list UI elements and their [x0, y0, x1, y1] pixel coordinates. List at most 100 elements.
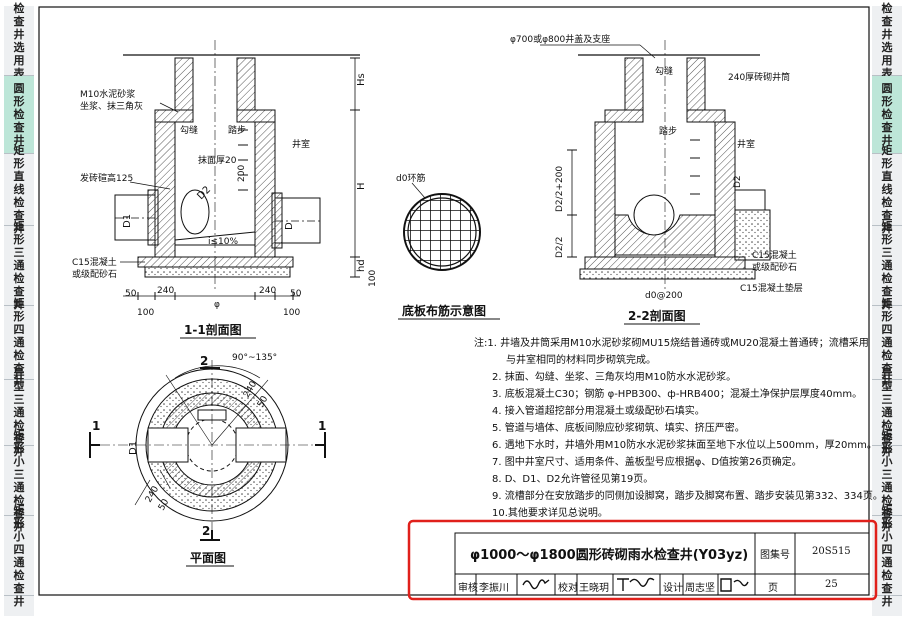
label-concrete-22: C15混凝土: [752, 249, 797, 261]
left-tab-char: 检: [13, 349, 25, 362]
right-tab-char: 通: [881, 406, 893, 419]
right-tab-char: 形: [881, 310, 893, 323]
right-tab-char: 检: [881, 419, 893, 432]
left-tab-char: 形: [13, 516, 25, 530]
highlight-box: [407, 519, 878, 601]
right-tab-char: 矩: [881, 428, 893, 442]
right-tab-6[interactable]: 矩形小三通检查井: [872, 429, 902, 533]
rebar-diagram: [403, 182, 481, 271]
label-angle: 90°~135°: [232, 353, 277, 363]
designer-name: 周志坚: [685, 583, 715, 594]
left-tab-char: 直: [13, 170, 25, 183]
right-tab-char: 查: [881, 285, 893, 298]
left-tab-6[interactable]: 矩形小三通检查井: [4, 429, 34, 533]
plan-view: [89, 360, 326, 541]
left-tab-3[interactable]: 矩形三通检查井: [4, 220, 34, 311]
left-tab-2[interactable]: 矩形直线检查井: [4, 144, 34, 235]
left-tab-7[interactable]: 矩形小四通检查井: [4, 504, 34, 608]
right-tab-char: 矩: [881, 144, 893, 157]
signature-designer: [720, 578, 749, 592]
right-tab-5[interactable]: 异型三通检查井: [872, 367, 902, 458]
label-chamber: 井室: [292, 138, 310, 150]
left-tab-char: 通: [13, 480, 25, 494]
cut-1-left: 1: [92, 419, 100, 433]
sheet-border: [38, 6, 870, 596]
left-tab-char: 通: [13, 555, 25, 569]
label-ring-rebar: d0环筋: [396, 172, 425, 184]
right-tab-char: 查: [881, 506, 893, 520]
note-10: 10.其他要求详见总说明。: [492, 508, 608, 519]
right-tab-char: 井: [881, 519, 893, 533]
right-tab-3[interactable]: 矩形三通检查井: [872, 220, 902, 311]
left-tab-5[interactable]: 异型三通检查井: [4, 367, 34, 458]
right-tab-char: 通: [881, 480, 893, 494]
right-tab-char: 选: [881, 40, 893, 54]
right-tab-char: 型: [881, 380, 893, 393]
right-tab-char: 检: [881, 272, 893, 285]
drawing-title: φ1000～φ1800圆形砖砌雨水检查井(Y03yz): [470, 548, 749, 563]
left-tab-char: 通: [13, 406, 25, 419]
right-tab-char: 三: [881, 467, 893, 481]
right-tab-4[interactable]: 矩形四通检查井: [872, 297, 902, 388]
label-slope: i≤10%: [208, 237, 238, 247]
right-tab-0[interactable]: 检查井选用表: [872, 2, 902, 80]
right-tab-char: 小: [881, 529, 893, 543]
cut-2-bottom: 2: [202, 524, 210, 538]
right-tab-7[interactable]: 矩形小四通检查井: [872, 504, 902, 608]
designer-label: 设计: [663, 583, 683, 594]
page-number: 25: [825, 579, 838, 590]
label-concrete-2: 或级配砂石: [72, 268, 117, 280]
left-tab-char: 小: [13, 454, 25, 468]
right-tab-2[interactable]: 矩形直线检查井: [872, 144, 902, 235]
right-tab-char: 检: [881, 349, 893, 362]
left-tab-char: 四: [13, 542, 25, 556]
right-tab-char: 查: [881, 14, 893, 28]
left-tab-char: 圆: [13, 82, 25, 95]
left-tab-4[interactable]: 矩形四通检查井: [4, 297, 34, 388]
left-tab-char: 线: [13, 183, 25, 196]
right-tab-1[interactable]: 圆形检查井: [872, 76, 902, 154]
left-tab-char: 井: [13, 134, 25, 147]
label-brick-top: 发砖碹高125: [80, 172, 133, 184]
page-label: 页: [768, 583, 778, 594]
signature-reviewer: [522, 579, 550, 590]
right-tab-char: 查: [881, 209, 893, 222]
note-3: 3. 底板混凝土C30；钢筋 φ-HPB300、ф-HRB400；混凝土净保护层…: [492, 389, 863, 400]
left-tab-0[interactable]: 检查井选用表: [4, 2, 34, 80]
left-tab-char: 型: [13, 380, 25, 393]
right-tab-char: 井: [881, 27, 893, 41]
left-tab-char: 通: [13, 259, 25, 272]
right-tab-char: 用: [881, 53, 893, 67]
left-tab-char: 查: [13, 362, 25, 375]
right-tab-char: 表: [881, 66, 893, 80]
label-mortar: M10水泥砂浆: [80, 88, 135, 100]
right-tab-char: 检: [881, 196, 893, 209]
left-tab-char: 形: [13, 441, 25, 455]
right-tab-char: 矩: [881, 297, 893, 310]
right-tab-char: 矩: [881, 503, 893, 517]
left-tab-char: 检: [13, 196, 25, 209]
right-tab-char: 形: [881, 441, 893, 455]
right-tab-char: 三: [881, 246, 893, 259]
left-tab-char: 形: [13, 310, 25, 323]
right-tab-char: 检: [881, 1, 893, 15]
right-tab-char: 检: [881, 568, 893, 582]
left-tab-char: 检: [13, 419, 25, 432]
cut-2-top: 2: [200, 354, 208, 368]
left-tab-char: 矩: [13, 297, 25, 310]
right-tab-char: 查: [881, 581, 893, 595]
label-chamber-2: 井室: [737, 138, 755, 150]
section-1-1: [114, 40, 360, 300]
dim-d2-half-200: D2/2+200: [555, 166, 565, 212]
note-1: 注:1. 井墙及井筒采用M10水泥砂浆砌MU15烧结普通砖或MU20混凝土普通砖…: [474, 338, 869, 349]
right-tab-char: 查: [881, 362, 893, 375]
right-tab-char: 井: [881, 222, 893, 235]
title-section-2-2: 2-2剖面图: [628, 308, 686, 323]
left-tab-1[interactable]: 圆形检查井: [4, 76, 34, 154]
dim-100a: 100: [137, 308, 154, 318]
left-tab-char: 查: [13, 432, 25, 445]
dim-240b: 240: [259, 286, 276, 296]
reviewer-label: 审核: [458, 583, 478, 594]
left-tab-char: 井: [13, 298, 25, 311]
